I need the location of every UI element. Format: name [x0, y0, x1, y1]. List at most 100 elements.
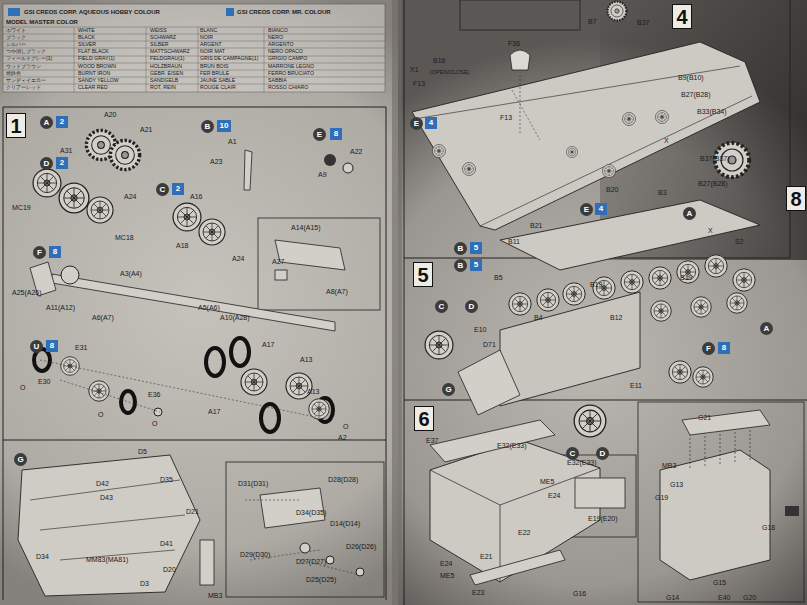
- part-number: E24: [548, 492, 560, 499]
- paint-table-cell: FLAT BLACK: [78, 49, 109, 54]
- part-number: E23: [472, 589, 484, 596]
- part-number: D42: [96, 480, 109, 487]
- part-number: B20: [606, 186, 618, 193]
- part-number: X: [708, 227, 713, 234]
- part-letter-callout: B: [454, 259, 467, 272]
- part-number: E19(E20): [588, 515, 618, 522]
- part-number: B9(B10): [678, 74, 704, 81]
- part-number: A24: [124, 193, 136, 200]
- paint-table-cell: 焼鉄色: [6, 71, 21, 76]
- part-number: A3(A4): [120, 270, 142, 277]
- paint-table-cell: JAUNE SABLE: [200, 78, 235, 83]
- node-text: 5: [474, 244, 478, 252]
- node-text: A: [44, 119, 50, 127]
- part-number: A5(A6): [198, 304, 220, 311]
- paint-table-cell: FIELD GRAY(1): [78, 56, 115, 61]
- node-text: U: [34, 343, 40, 351]
- paint-table-cell: つや消しブラック: [6, 49, 46, 54]
- paint-table-cell: WEISS: [150, 28, 167, 33]
- paint-table-cell: NERO OPACO: [268, 49, 303, 54]
- paint-brand-heading: MODEL MASTER COLOR: [6, 19, 78, 25]
- part-letter-callout: A: [40, 116, 53, 129]
- paint-table-cell: WHITE: [78, 28, 95, 33]
- node-text: 1: [10, 116, 21, 136]
- part-number: E36: [148, 391, 160, 398]
- part-number: X1: [410, 66, 419, 73]
- part-number: B19: [680, 274, 692, 281]
- step-number: 5: [413, 262, 433, 287]
- part-letter-callout: D: [596, 447, 609, 460]
- part-number: A20: [104, 111, 116, 118]
- node-text: G: [17, 456, 23, 464]
- part-number: A13: [300, 356, 312, 363]
- paint-number: 2: [172, 183, 184, 195]
- paint-number: 5: [470, 259, 482, 271]
- part-number: D31(D31): [238, 480, 268, 487]
- part-number: A31: [60, 147, 72, 154]
- paint-table-cell: BURNT IRON: [78, 71, 110, 76]
- node-text: 2: [60, 118, 64, 126]
- node-text: 5: [417, 265, 428, 285]
- part-number: E32(E33): [497, 442, 527, 449]
- node-text: E: [317, 131, 322, 139]
- part-number: E22: [518, 529, 530, 536]
- part-number: A11(A12): [46, 304, 75, 311]
- part-number: MM83(MA81): [86, 556, 128, 563]
- part-number: A2: [338, 434, 347, 441]
- part-number: E10: [474, 326, 486, 333]
- paint-table-cell: CLEAR RED: [78, 85, 108, 90]
- part-number: B37: [637, 19, 649, 26]
- part-number: E37: [426, 437, 438, 444]
- paint-number: 8: [49, 246, 61, 258]
- paint-table-cell: NERO: [268, 35, 283, 40]
- part-number: B3: [658, 189, 667, 196]
- part-letter-callout: G: [14, 453, 27, 466]
- part-number: A13: [307, 388, 319, 395]
- node-text: 4: [429, 119, 433, 127]
- part-letter-callout: F: [702, 342, 715, 355]
- part-number: A24: [232, 255, 244, 262]
- paint-number: 5: [470, 242, 482, 254]
- paint-table-cell: シルバー: [6, 42, 26, 47]
- paint-brand-heading: GSI CREOS CORP. AQUEOUS HOBBY COLOUR: [24, 9, 160, 15]
- part-number: D34(D35): [296, 509, 326, 516]
- part-number: A16: [190, 193, 202, 200]
- node-text: D: [44, 160, 50, 168]
- paint-number: 2: [56, 116, 68, 128]
- part-number: G20: [743, 594, 756, 601]
- part-number: E24: [440, 560, 452, 567]
- part-letter-callout: D: [465, 300, 478, 313]
- part-number: D71: [483, 341, 496, 348]
- part-number: MB3: [208, 592, 222, 599]
- part-number: O: [98, 411, 103, 418]
- part-number: B4: [534, 314, 543, 321]
- part-number: A1: [228, 138, 237, 145]
- part-number: G19: [655, 494, 668, 501]
- node-text: 4: [676, 7, 687, 27]
- paint-number: 4: [425, 117, 437, 129]
- part-number: A22: [350, 148, 362, 155]
- node-text: D: [600, 450, 606, 458]
- part-number: A23: [210, 158, 222, 165]
- part-number: D27(D27): [296, 558, 326, 565]
- part-letter-callout: F: [33, 246, 46, 259]
- part-number: D41: [160, 540, 173, 547]
- node-text: 8: [50, 342, 54, 350]
- part-number: D28(D28): [328, 476, 358, 483]
- paint-table-cell: BIANCO: [268, 28, 288, 33]
- paint-brand-heading: GSI CREOS CORP. MR. COLOUR: [237, 9, 331, 15]
- paint-table-cell: GEBR. EISEN: [150, 71, 183, 76]
- paint-table-cell: GRIS DE CAMPAGNE(1): [200, 56, 258, 61]
- part-number: B12: [610, 314, 622, 321]
- part-letter-callout: B: [201, 120, 214, 133]
- part-number: G18: [762, 524, 775, 531]
- part-number: A17: [208, 408, 220, 415]
- paint-table-cell: ブラック: [6, 35, 26, 40]
- step-number: 6: [414, 406, 434, 431]
- step-number: 4: [672, 4, 692, 29]
- part-number: D25(D25): [306, 576, 336, 583]
- node-text: 8: [53, 248, 57, 256]
- part-number: ME5: [540, 478, 554, 485]
- part-letter-callout: A: [760, 322, 773, 335]
